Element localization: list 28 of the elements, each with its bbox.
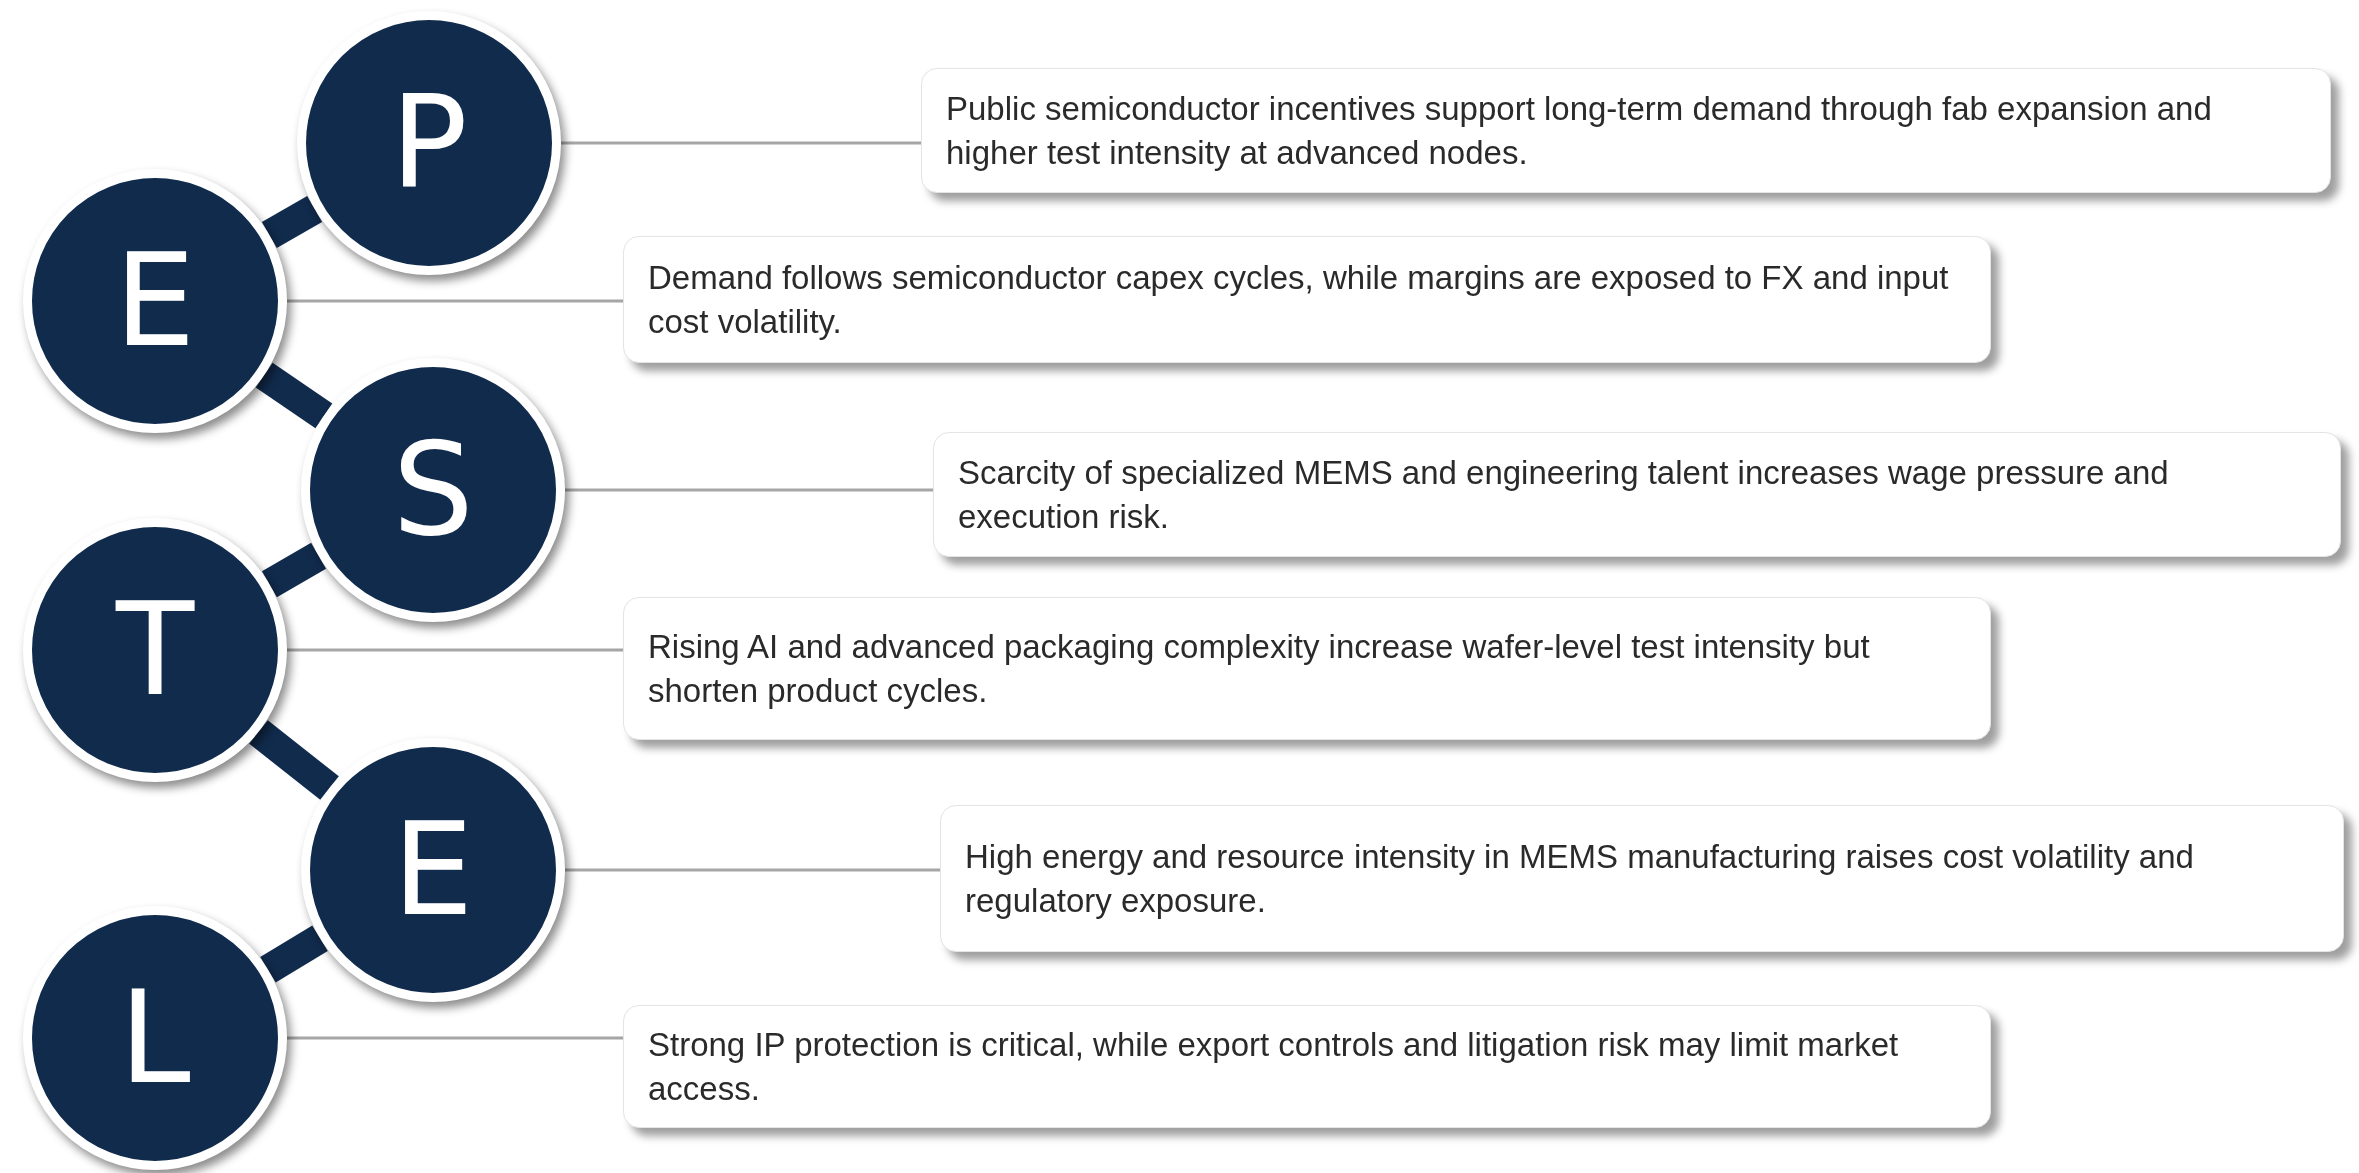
card-text: High energy and resource intensity in MEMS manufacturing raises cost volatility and regulatory exposure. xyxy=(965,836,2195,921)
circle-letter: S xyxy=(392,426,474,554)
card-text: Strong IP protection is critical, while export controls and litigation risk may limit market access. xyxy=(648,1024,1900,1109)
circle-letter: P xyxy=(390,79,468,207)
connector-line xyxy=(287,648,623,652)
connector-bar xyxy=(260,925,328,983)
connector-line xyxy=(561,141,921,145)
card-text: Rising AI and advanced packaging complexity increase wafer-level test intensity but shorten product cycles. xyxy=(648,626,1871,711)
card-text: Public semiconductor incentives support long-term demand through fab expansion and higher test intensity at advanced nodes. xyxy=(946,88,2213,173)
connector-line xyxy=(287,1036,623,1040)
card-text: Scarcity of specialized MEMS and engineering talent increases wage pressure and execution risk. xyxy=(958,452,2170,537)
circle-letter: E xyxy=(114,237,196,365)
circle-letter: T xyxy=(115,586,195,714)
text-card xyxy=(623,597,1991,740)
connector-bar xyxy=(261,195,323,249)
text-card xyxy=(623,1005,1991,1128)
connector-bar xyxy=(261,542,327,598)
connector-line xyxy=(565,868,940,872)
text-card xyxy=(623,236,1991,363)
text-card xyxy=(933,432,2341,557)
circle-letter: L xyxy=(119,974,191,1102)
text-card xyxy=(940,805,2344,952)
circle-letter: E xyxy=(392,806,474,934)
connector-line xyxy=(287,299,623,303)
connector-bar xyxy=(255,362,333,429)
connector-line xyxy=(565,488,933,492)
text-card xyxy=(921,68,2331,193)
card-text: Demand follows semiconductor capex cycles, while margins are exposed to FX and input cost volatility. xyxy=(648,257,1950,342)
